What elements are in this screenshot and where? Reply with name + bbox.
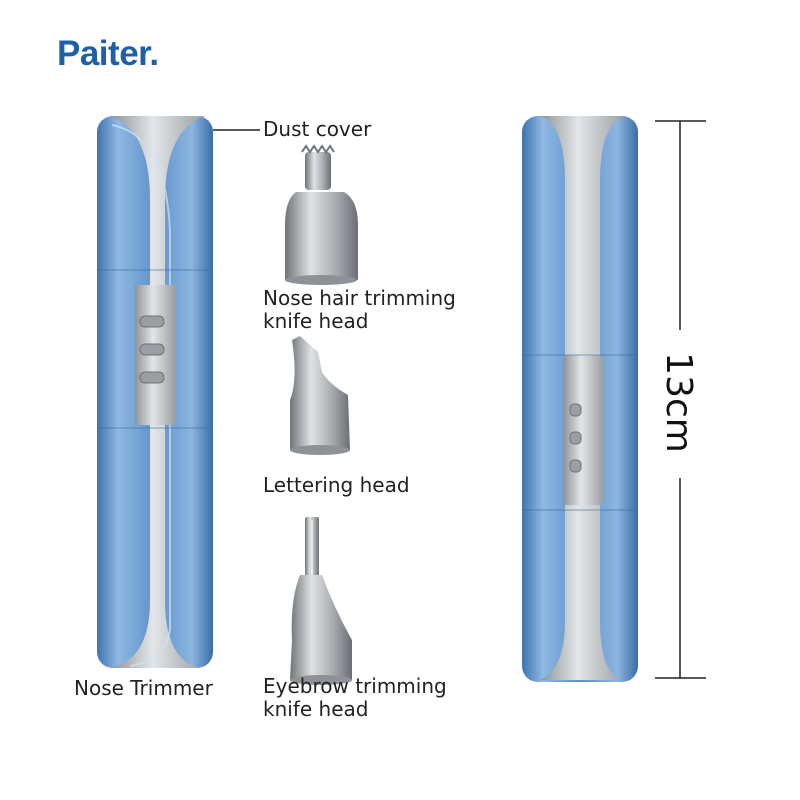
nose-hair-head-label: Nose hair trimming knife head [263, 286, 456, 333]
lettering-head-label: Lettering head [263, 473, 410, 497]
trimmer-left-icon [97, 116, 213, 668]
nose-trimmer-label: Nose Trimmer [74, 676, 213, 700]
lettering-head-icon [290, 336, 350, 455]
eyebrow-head-label: Eyebrow trimming knife head [263, 674, 447, 721]
dust-cover-label: Dust cover [263, 117, 372, 141]
dimension-line [655, 120, 706, 679]
trimmer-right-icon [522, 116, 638, 682]
brand-logo: Paiter. [57, 34, 159, 73]
nose-hair-head-icon [285, 144, 358, 285]
eyebrow-head-icon [290, 517, 352, 685]
dimension-length: 13cm [657, 352, 699, 453]
